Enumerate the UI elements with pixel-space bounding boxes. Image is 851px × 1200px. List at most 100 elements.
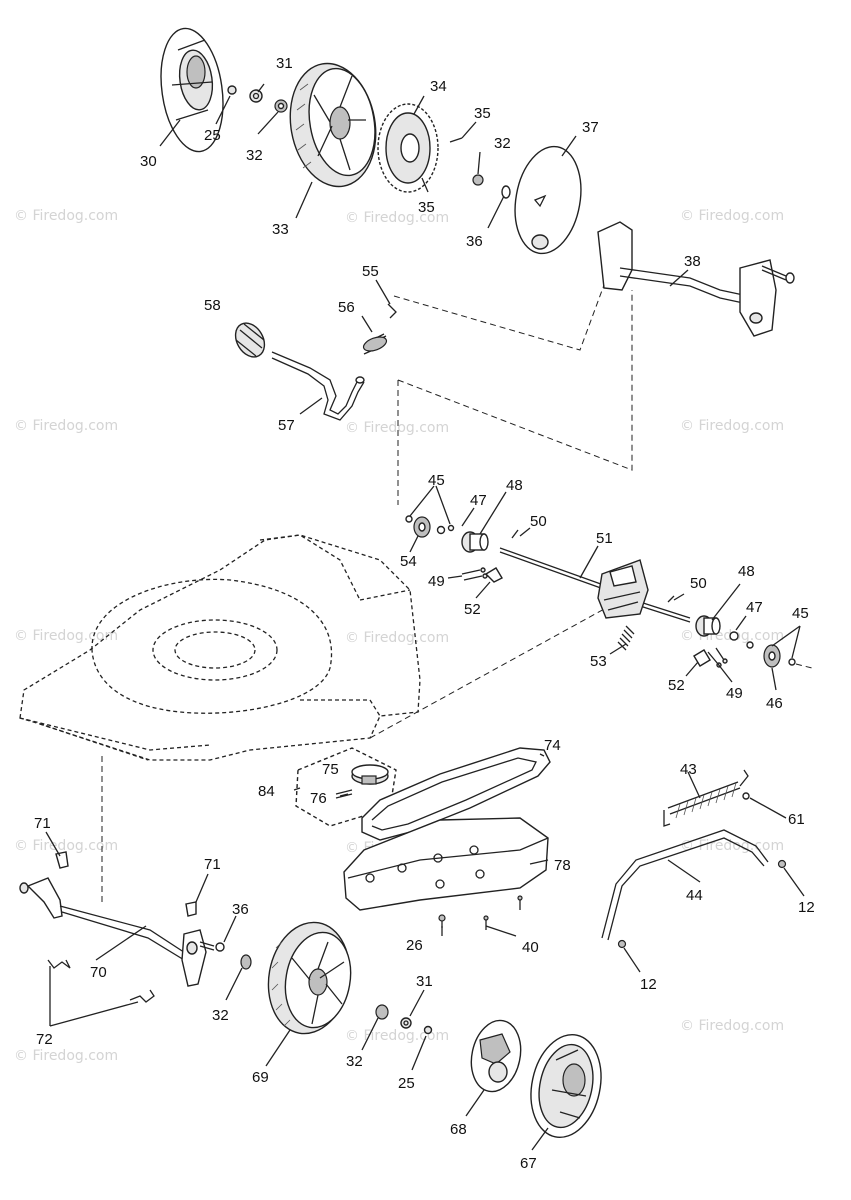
handle-rod-44 (601, 829, 769, 941)
label-47: 47 (470, 492, 487, 509)
watermark: © Firedog.com (345, 630, 449, 646)
washer-25b (423, 1025, 433, 1035)
watermark: © Firedog.com (14, 838, 118, 854)
label-47: 47 (746, 599, 763, 616)
label-54: 54 (400, 553, 417, 570)
label-53: 53 (590, 653, 607, 670)
nut-31a (249, 89, 263, 103)
key-50b (667, 595, 675, 603)
label-75: 75 (322, 761, 339, 778)
label-71: 71 (34, 815, 51, 832)
label-52: 52 (668, 677, 685, 694)
washer-36a (501, 185, 511, 199)
bearing-32a (274, 99, 288, 113)
hub-adapter-68 (470, 1019, 522, 1093)
spring-clip-72 (47, 959, 155, 1003)
label-45: 45 (792, 605, 809, 622)
label-50: 50 (690, 575, 707, 592)
label-78: 78 (554, 857, 571, 874)
watermark: © Firedog.com (680, 838, 784, 854)
label-48: 48 (506, 477, 523, 494)
label-74: 74 (544, 737, 561, 754)
axle-70 (19, 877, 215, 987)
screw-40 (483, 895, 523, 930)
watermark: © Firedog.com (14, 418, 118, 434)
label-37: 37 (582, 119, 599, 136)
clip-45a (405, 515, 413, 523)
watermark: © Firedog.com (680, 208, 784, 224)
label-40: 40 (522, 939, 539, 956)
label-32: 32 (494, 135, 511, 152)
label-32: 32 (246, 147, 263, 164)
nut-31b (400, 1017, 412, 1029)
label-45: 45 (428, 472, 445, 489)
label-12: 12 (640, 976, 657, 993)
clip-45c (746, 641, 754, 649)
gear-34 (377, 103, 439, 193)
label-68: 68 (450, 1121, 467, 1138)
label-50: 50 (530, 513, 547, 530)
pawl-52a (484, 567, 503, 583)
watermark: © Firedog.com (345, 1028, 449, 1044)
screws-49a (461, 567, 488, 581)
wheel-33 (289, 62, 377, 188)
label-34: 34 (430, 78, 447, 95)
mower-deck (19, 534, 421, 761)
label-36: 36 (466, 233, 483, 250)
connector-lines (101, 284, 633, 905)
label-31: 31 (276, 55, 293, 72)
label-32: 32 (212, 1007, 229, 1024)
watermark: © Firedog.com (345, 420, 449, 436)
label-69: 69 (252, 1069, 269, 1086)
hubcap-67 (530, 1033, 602, 1139)
label-43: 43 (680, 761, 697, 778)
label-84: 84 (258, 783, 275, 800)
clip-71a (55, 851, 69, 869)
bearing-32d (375, 1004, 389, 1020)
label-12: 12 (798, 899, 815, 916)
belt-74 (361, 747, 551, 841)
pin-35b (421, 177, 429, 193)
label-35: 35 (418, 199, 435, 216)
label-71: 71 (204, 856, 221, 873)
screws-49b (707, 647, 728, 668)
leader-lines (45, 83, 805, 1151)
label-38: 38 (684, 253, 701, 270)
label-46: 46 (766, 695, 783, 712)
nut-61 (742, 792, 750, 800)
label-55: 55 (362, 263, 379, 280)
watermark: © Firedog.com (680, 418, 784, 434)
label-25: 25 (398, 1075, 415, 1092)
label-44: 44 (686, 887, 703, 904)
clip-71b (185, 901, 197, 917)
pin-35a (449, 137, 463, 143)
label-76: 76 (310, 790, 327, 807)
axle-bracket-38 (597, 221, 795, 337)
label-61: 61 (788, 811, 805, 828)
label-25: 25 (204, 127, 221, 144)
spring-53 (617, 625, 635, 651)
drive-shaft-51 (499, 547, 691, 623)
label-57: 57 (278, 417, 295, 434)
belt-cover-78 (343, 817, 549, 911)
label-26: 26 (406, 937, 423, 954)
spring-43 (663, 769, 749, 827)
spring-56 (362, 333, 388, 355)
wheel-69 (267, 921, 352, 1035)
clip-45d (788, 658, 813, 669)
clip-55 (387, 303, 397, 319)
label-36: 36 (232, 901, 249, 918)
grip-58 (234, 322, 266, 358)
bearing-32c (240, 954, 252, 970)
label-31: 31 (416, 973, 433, 990)
label-49: 49 (726, 685, 743, 702)
watermark: © Firedog.com (345, 210, 449, 226)
label-56: 56 (338, 299, 355, 316)
clip-45b (447, 524, 455, 532)
key-50a (511, 529, 519, 539)
watermark: © Firedog.com (14, 1048, 118, 1064)
gearbox (597, 559, 649, 619)
label-58: 58 (204, 297, 221, 314)
washer-47b (729, 631, 739, 641)
